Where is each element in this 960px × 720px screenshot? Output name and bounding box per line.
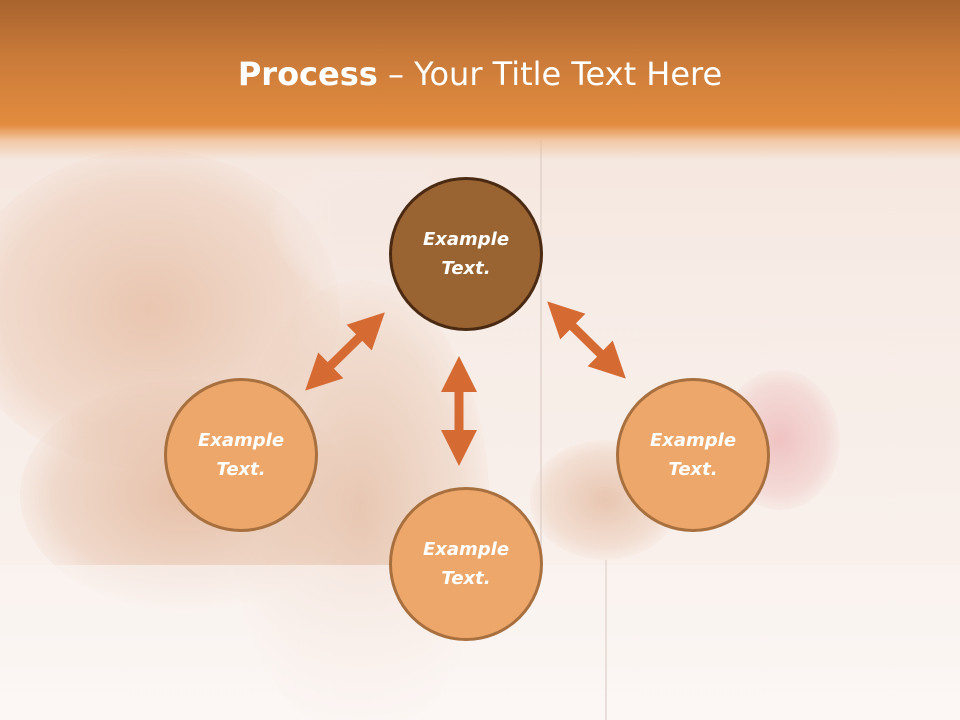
process-node-top[interactable]: Example Text. [389, 177, 543, 331]
sofa-edge [605, 560, 607, 720]
node-text-line1: Example [422, 539, 510, 560]
title-rest: – Your Title Text Here [377, 55, 723, 93]
double-arrow-top-left-icon [305, 312, 385, 391]
node-text-line2: Text. [441, 568, 491, 589]
node-text-line1: Example [422, 229, 510, 250]
process-node-bottom[interactable]: Example Text. [389, 487, 543, 641]
process-node-right[interactable]: Example Text. [616, 378, 770, 532]
node-text-line2: Text. [441, 258, 491, 279]
node-text-line1: Example [649, 430, 737, 451]
slide-title: Process – Your Title Text Here [0, 52, 960, 96]
node-text-line2: Text. [668, 459, 718, 480]
sofa-edge [540, 140, 542, 560]
title-bar: Process – Your Title Text Here [0, 0, 960, 160]
node-text-line1: Example [197, 430, 285, 451]
double-arrow-top-right-icon [547, 301, 626, 379]
process-node-left[interactable]: Example Text. [164, 378, 318, 532]
title-bold: Process [237, 55, 378, 93]
node-text-line2: Text. [216, 459, 266, 480]
